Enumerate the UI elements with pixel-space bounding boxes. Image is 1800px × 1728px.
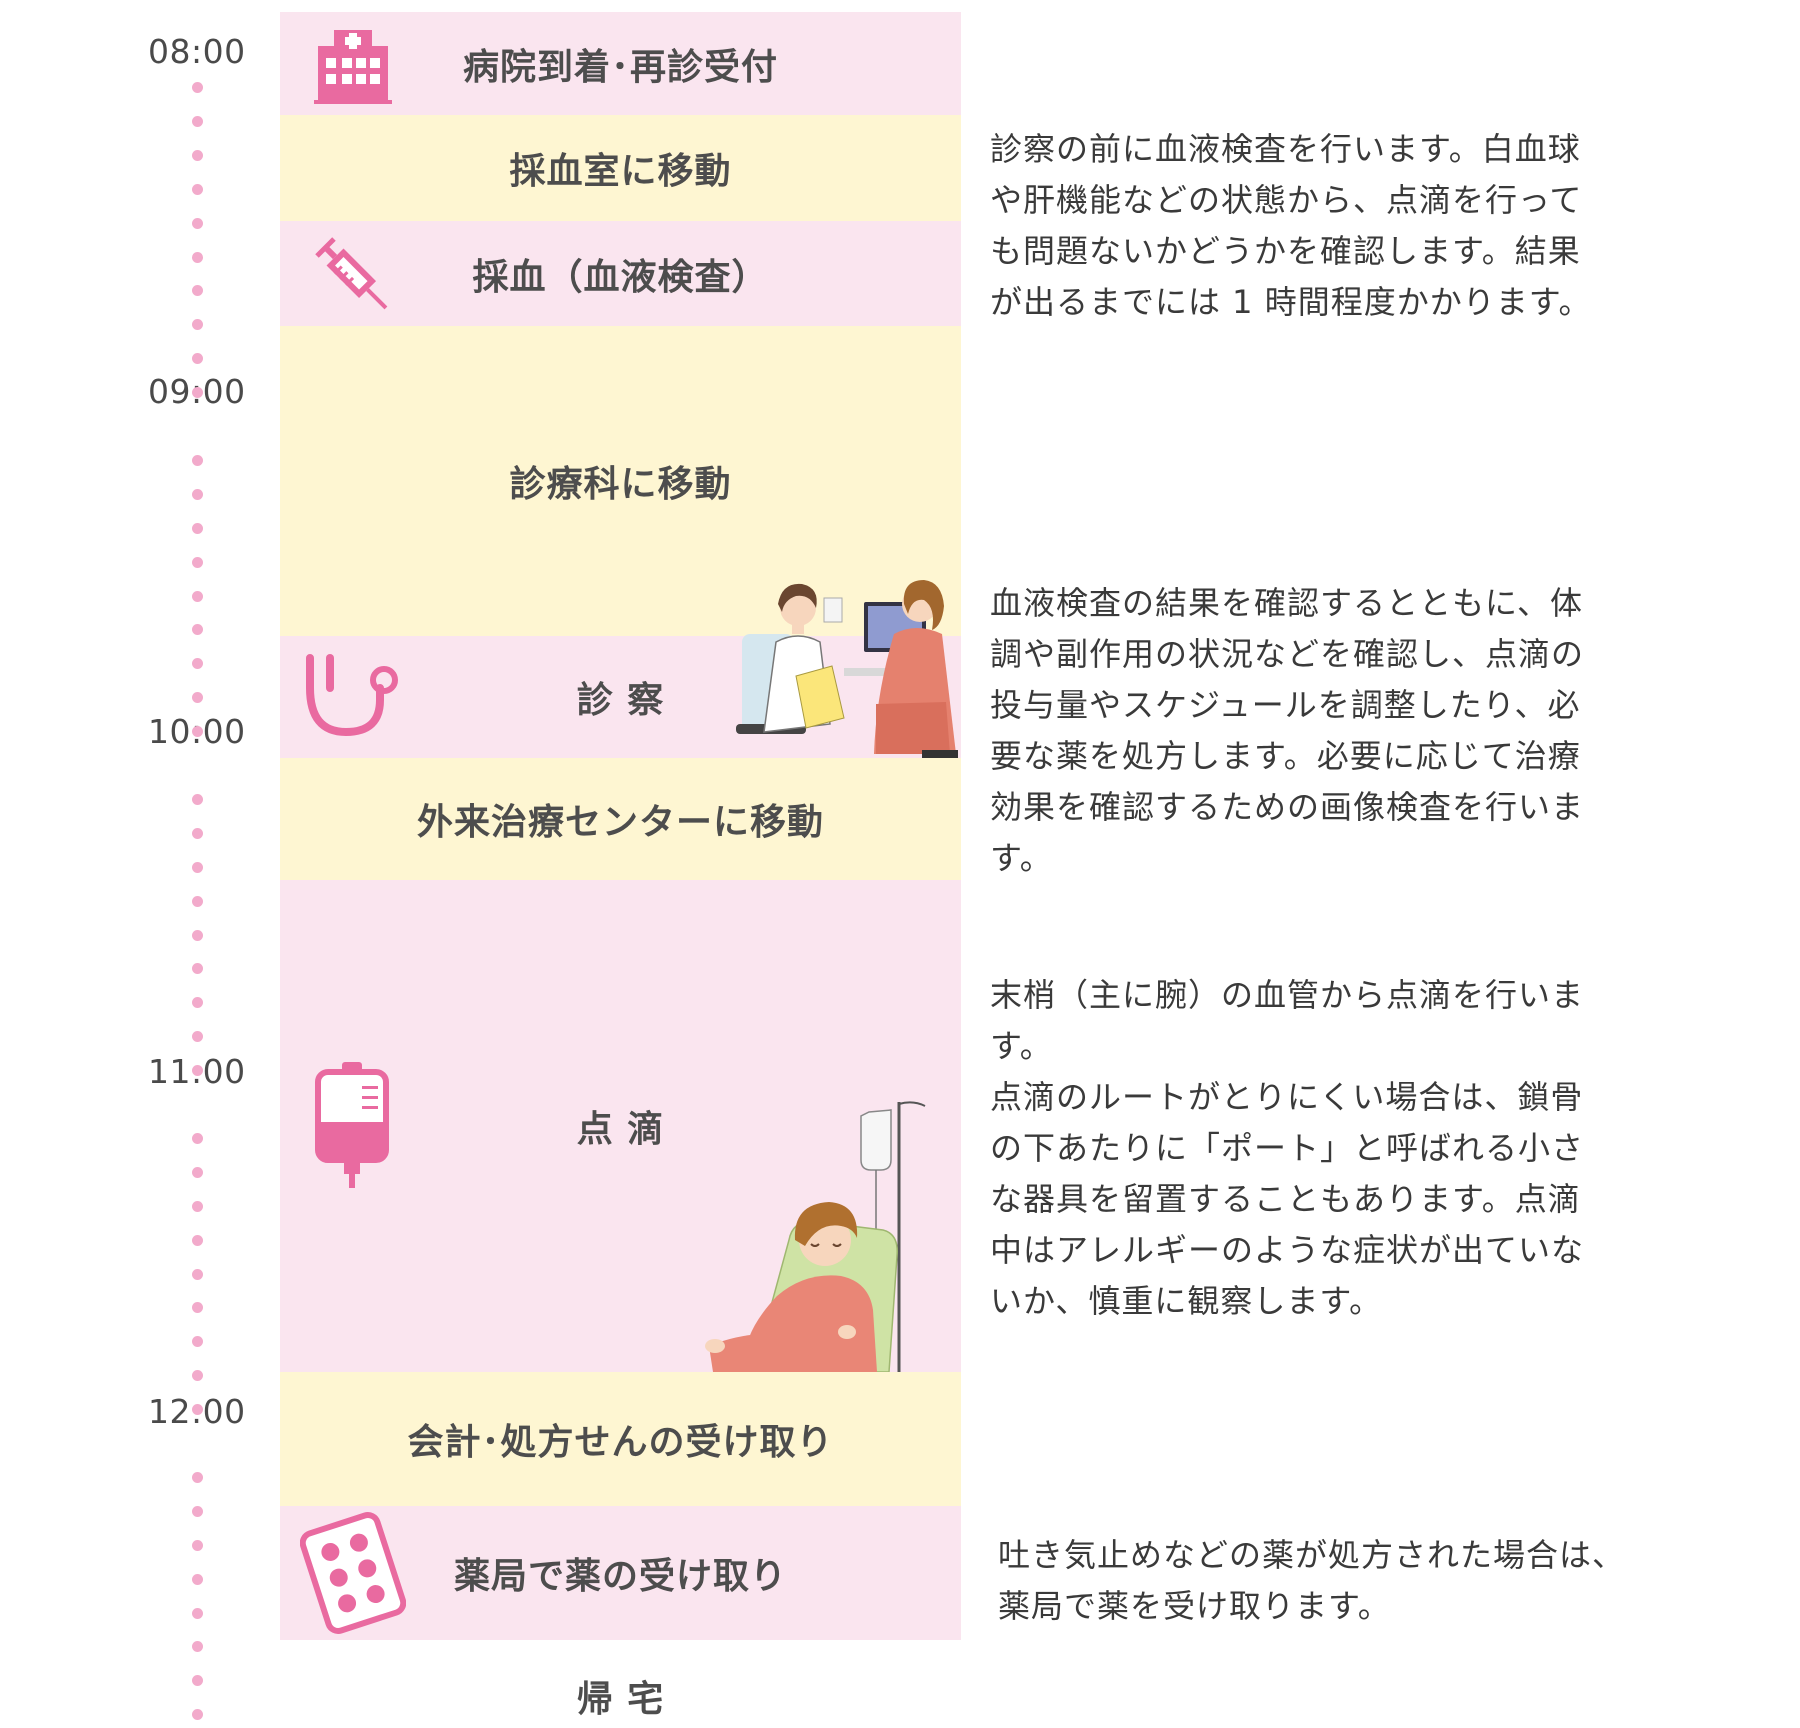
step-band-move-blood-room: 採血室に移動 [280, 115, 961, 221]
step-label: 病院到着･再診受付 [462, 46, 778, 88]
timeline-dot [192, 1166, 203, 1178]
description-line: も問題ないかどうかを確認します。結果 [990, 232, 1581, 270]
timeline-dot [192, 929, 203, 941]
description-line: 薬局で薬を受け取ります。 [998, 1587, 1391, 1625]
description-line: いか、慎重に観察します。 [990, 1282, 1383, 1320]
step-go-home: 帰 宅 [280, 1670, 961, 1722]
timeline-dot [192, 454, 203, 466]
timeline-dot [192, 726, 203, 738]
description-line: 中はアレルギーのような症状が出ていな [990, 1231, 1585, 1269]
timeline-dot [192, 692, 203, 704]
timeline-dot [192, 1302, 203, 1314]
description-line: 効果を確認するための画像検査を行います。 [990, 788, 1585, 877]
stethoscope-icon [306, 654, 398, 737]
step-label: 点 滴 [576, 1109, 665, 1150]
timeline-dot [192, 1065, 203, 1077]
timeline-dot [192, 1641, 203, 1653]
timeline-dot [192, 1505, 203, 1517]
pills-icon [300, 1512, 406, 1634]
timeline-dot [192, 387, 203, 399]
description-line: 投与量やスケジュールを調整したり、必 [990, 686, 1581, 724]
description-line: な器具を留置することもあります。点滴 [990, 1180, 1581, 1218]
timeline-dot [192, 319, 203, 331]
timeline-dot [192, 1370, 203, 1382]
description-pharmacy: 吐き気止めなどの薬が処方された場合は、 薬局で薬を受け取ります。 [998, 1530, 1648, 1632]
step-label: 薬局で薬の受け取り [453, 1556, 787, 1597]
step-band-move-treatment-center: 外来治療センターに移動 [280, 758, 961, 880]
timeline-dot [192, 353, 203, 365]
step-label: 会計･処方せんの受け取り [407, 1422, 834, 1463]
description-line: 診察の前に血液検査を行います。白血球 [990, 130, 1581, 168]
description-line: や肝機能などの状態から、点滴を行って [990, 181, 1583, 219]
timeline-dot [192, 793, 203, 805]
timeline-dot [192, 997, 203, 1009]
timeline-dot [192, 1404, 203, 1416]
timeline-dot [192, 149, 203, 161]
step-band-payment: 会計･処方せんの受け取り [280, 1372, 961, 1506]
step-label: 採血（血液検査） [472, 256, 769, 298]
timeline-dot [192, 1573, 203, 1585]
timeline-dot [192, 1200, 203, 1212]
timeline-dot [192, 1471, 203, 1483]
hospital-icon [314, 30, 392, 104]
step-label: 帰 宅 [576, 1679, 665, 1720]
timeline-dot [192, 488, 203, 500]
timeline-dot [192, 1607, 203, 1619]
description-line: 要な薬を処方します。必要に応じて治療 [990, 737, 1581, 775]
iv-bag-icon [315, 1062, 389, 1188]
description-blood-test: 診察の前に血液検査を行います。白血球 や肝機能などの状態から、点滴を行って も問… [990, 124, 1640, 328]
step-label: 診療科に移動 [509, 464, 732, 505]
timeline-dot [192, 1132, 203, 1144]
description-line: 血液検査の結果を確認するとともに、体 [990, 584, 1584, 622]
description-line: 吐き気止めなどの薬が処方された場合は、 [998, 1536, 1626, 1574]
timeline-dot [192, 1268, 203, 1280]
timeline-dot [192, 1031, 203, 1043]
description-line: 末梢（主に腕）の血管から点滴を行います。 [990, 976, 1585, 1065]
timeline-dot [192, 217, 203, 229]
timeline-dot [192, 522, 203, 534]
timeline-dot [192, 590, 203, 602]
patient-infusion-illustration [705, 1101, 926, 1372]
timeline-dot [192, 1675, 203, 1687]
timeline-dot [192, 1539, 203, 1551]
step-label: 診 察 [576, 680, 665, 721]
timeline-dot [192, 1336, 203, 1348]
step-label: 採血室に移動 [509, 151, 732, 192]
description-line: 点滴のルートがとりにくい場合は、鎖骨 [990, 1078, 1584, 1116]
timeline-dot [192, 556, 203, 568]
timeline-dot [192, 963, 203, 975]
description-line: の下あたりに「ポート」と呼ばれる小さ [990, 1129, 1585, 1167]
description-line: 調や副作用の状況などを確認し、点滴の [990, 635, 1585, 673]
description-consultation: 血液検査の結果を確認するとともに、体 調や副作用の状況などを確認し、点滴の 投与… [990, 578, 1640, 884]
step-band-blood-test: 採血（血液検査） [280, 221, 961, 326]
doctor-consultation-illustration [736, 580, 958, 758]
timeline-dot [192, 183, 203, 195]
step-band-consultation: 診 察 [280, 636, 961, 758]
step-band-pharmacy: 薬局で薬の受け取り [280, 1506, 961, 1640]
timeline-dot [192, 285, 203, 297]
timeline-dot [192, 624, 203, 636]
timeline-dot [192, 251, 203, 263]
description-infusion: 末梢（主に腕）の血管から点滴を行います。 点滴のルートがとりにくい場合は、鎖骨 … [990, 970, 1640, 1327]
timeline-dot [192, 1709, 203, 1721]
syringe-icon [315, 237, 388, 310]
time-label: 08:00 [148, 32, 246, 71]
timeline-dot [192, 115, 203, 127]
timeline-dot [192, 861, 203, 873]
timeline-dot [192, 895, 203, 907]
timeline-dot [192, 82, 203, 93]
timeline-dot [192, 1234, 203, 1246]
description-line: が出るまでには 1 時間程度かかります。 [990, 283, 1592, 321]
step-band-reception: 病院到着･再診受付 [280, 12, 961, 115]
step-band-move-department: 診療科に移動 [280, 326, 961, 636]
timeline-dots [192, 72, 204, 1728]
timeline-dot [192, 658, 203, 670]
step-label: 外来治療センターに移動 [416, 802, 824, 843]
timeline-dot [192, 827, 203, 839]
